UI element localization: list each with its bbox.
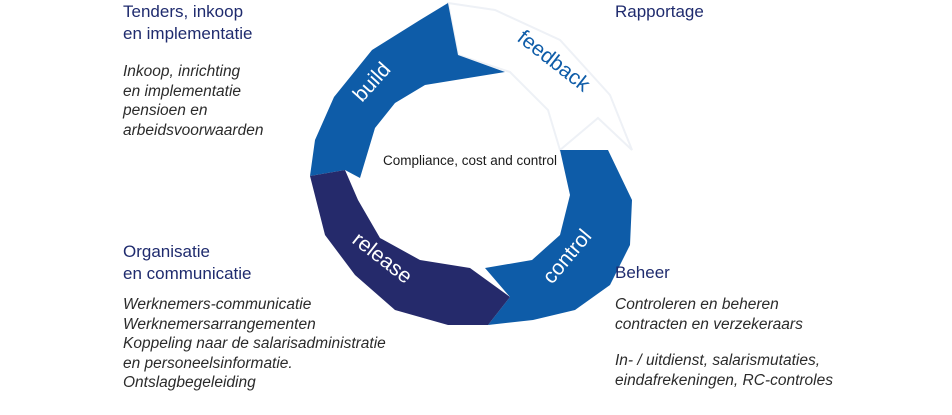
beheer-desc-line: Controleren en beheren — [615, 296, 779, 313]
organisatie-description: Werknemers-communicatie Werknemersarrang… — [123, 295, 386, 393]
tenders-desc-line: en implementatie — [123, 82, 242, 100]
organisatie-desc-line: Ontslagbegeleiding — [123, 374, 256, 392]
organisatie-desc-line: Koppeling naar de salarisadministratie — [123, 335, 386, 353]
organisatie-title-line: Organisatie — [123, 242, 210, 261]
control-arrow — [485, 150, 632, 325]
release-arrow — [310, 170, 510, 325]
tenders-description: Inkoop, inrichting en implementatie pens… — [123, 62, 263, 140]
beheer-description: Controleren en beheren contracten en ver… — [615, 295, 833, 390]
beheer-desc-line: eindafrekeningen, RC-controles — [615, 371, 833, 389]
tenders-desc-line: arbeidsvoorwaarden — [123, 121, 264, 139]
rapportage-title-line: Rapportage — [615, 2, 704, 21]
beheer-title: Beheer — [615, 262, 670, 284]
tenders-title: Tenders, inkoop en implementatie — [123, 1, 252, 45]
tenders-desc-line: Inkoop, inrichting — [123, 63, 241, 80]
organisatie-desc-line: Werknemersarrangementen — [123, 315, 316, 333]
beheer-title-line: Beheer — [615, 263, 670, 282]
tenders-desc-line: pensioen en — [123, 102, 208, 120]
center-text: Compliance, cost and control — [383, 153, 557, 168]
organisatie-title-line: en communicatie — [123, 264, 252, 283]
beheer-desc-line: In- / uitdienst, salarismutaties, — [615, 352, 821, 370]
organisatie-title: Organisatie en communicatie — [123, 241, 252, 285]
organisatie-desc-line: en personeelsinformatie. — [123, 354, 293, 372]
beheer-desc-line: contracten en verzekeraars — [615, 315, 803, 333]
build-arrow — [310, 3, 505, 178]
tenders-title-line: en implementatie — [123, 24, 253, 43]
feedback-arrow — [446, 1, 633, 152]
tenders-title-line: Tenders, inkoop — [123, 2, 244, 21]
beheer-desc-spacer — [615, 334, 833, 351]
rapportage-title: Rapportage — [615, 1, 704, 23]
organisatie-desc-line: Werknemers-communicatie — [123, 296, 312, 313]
